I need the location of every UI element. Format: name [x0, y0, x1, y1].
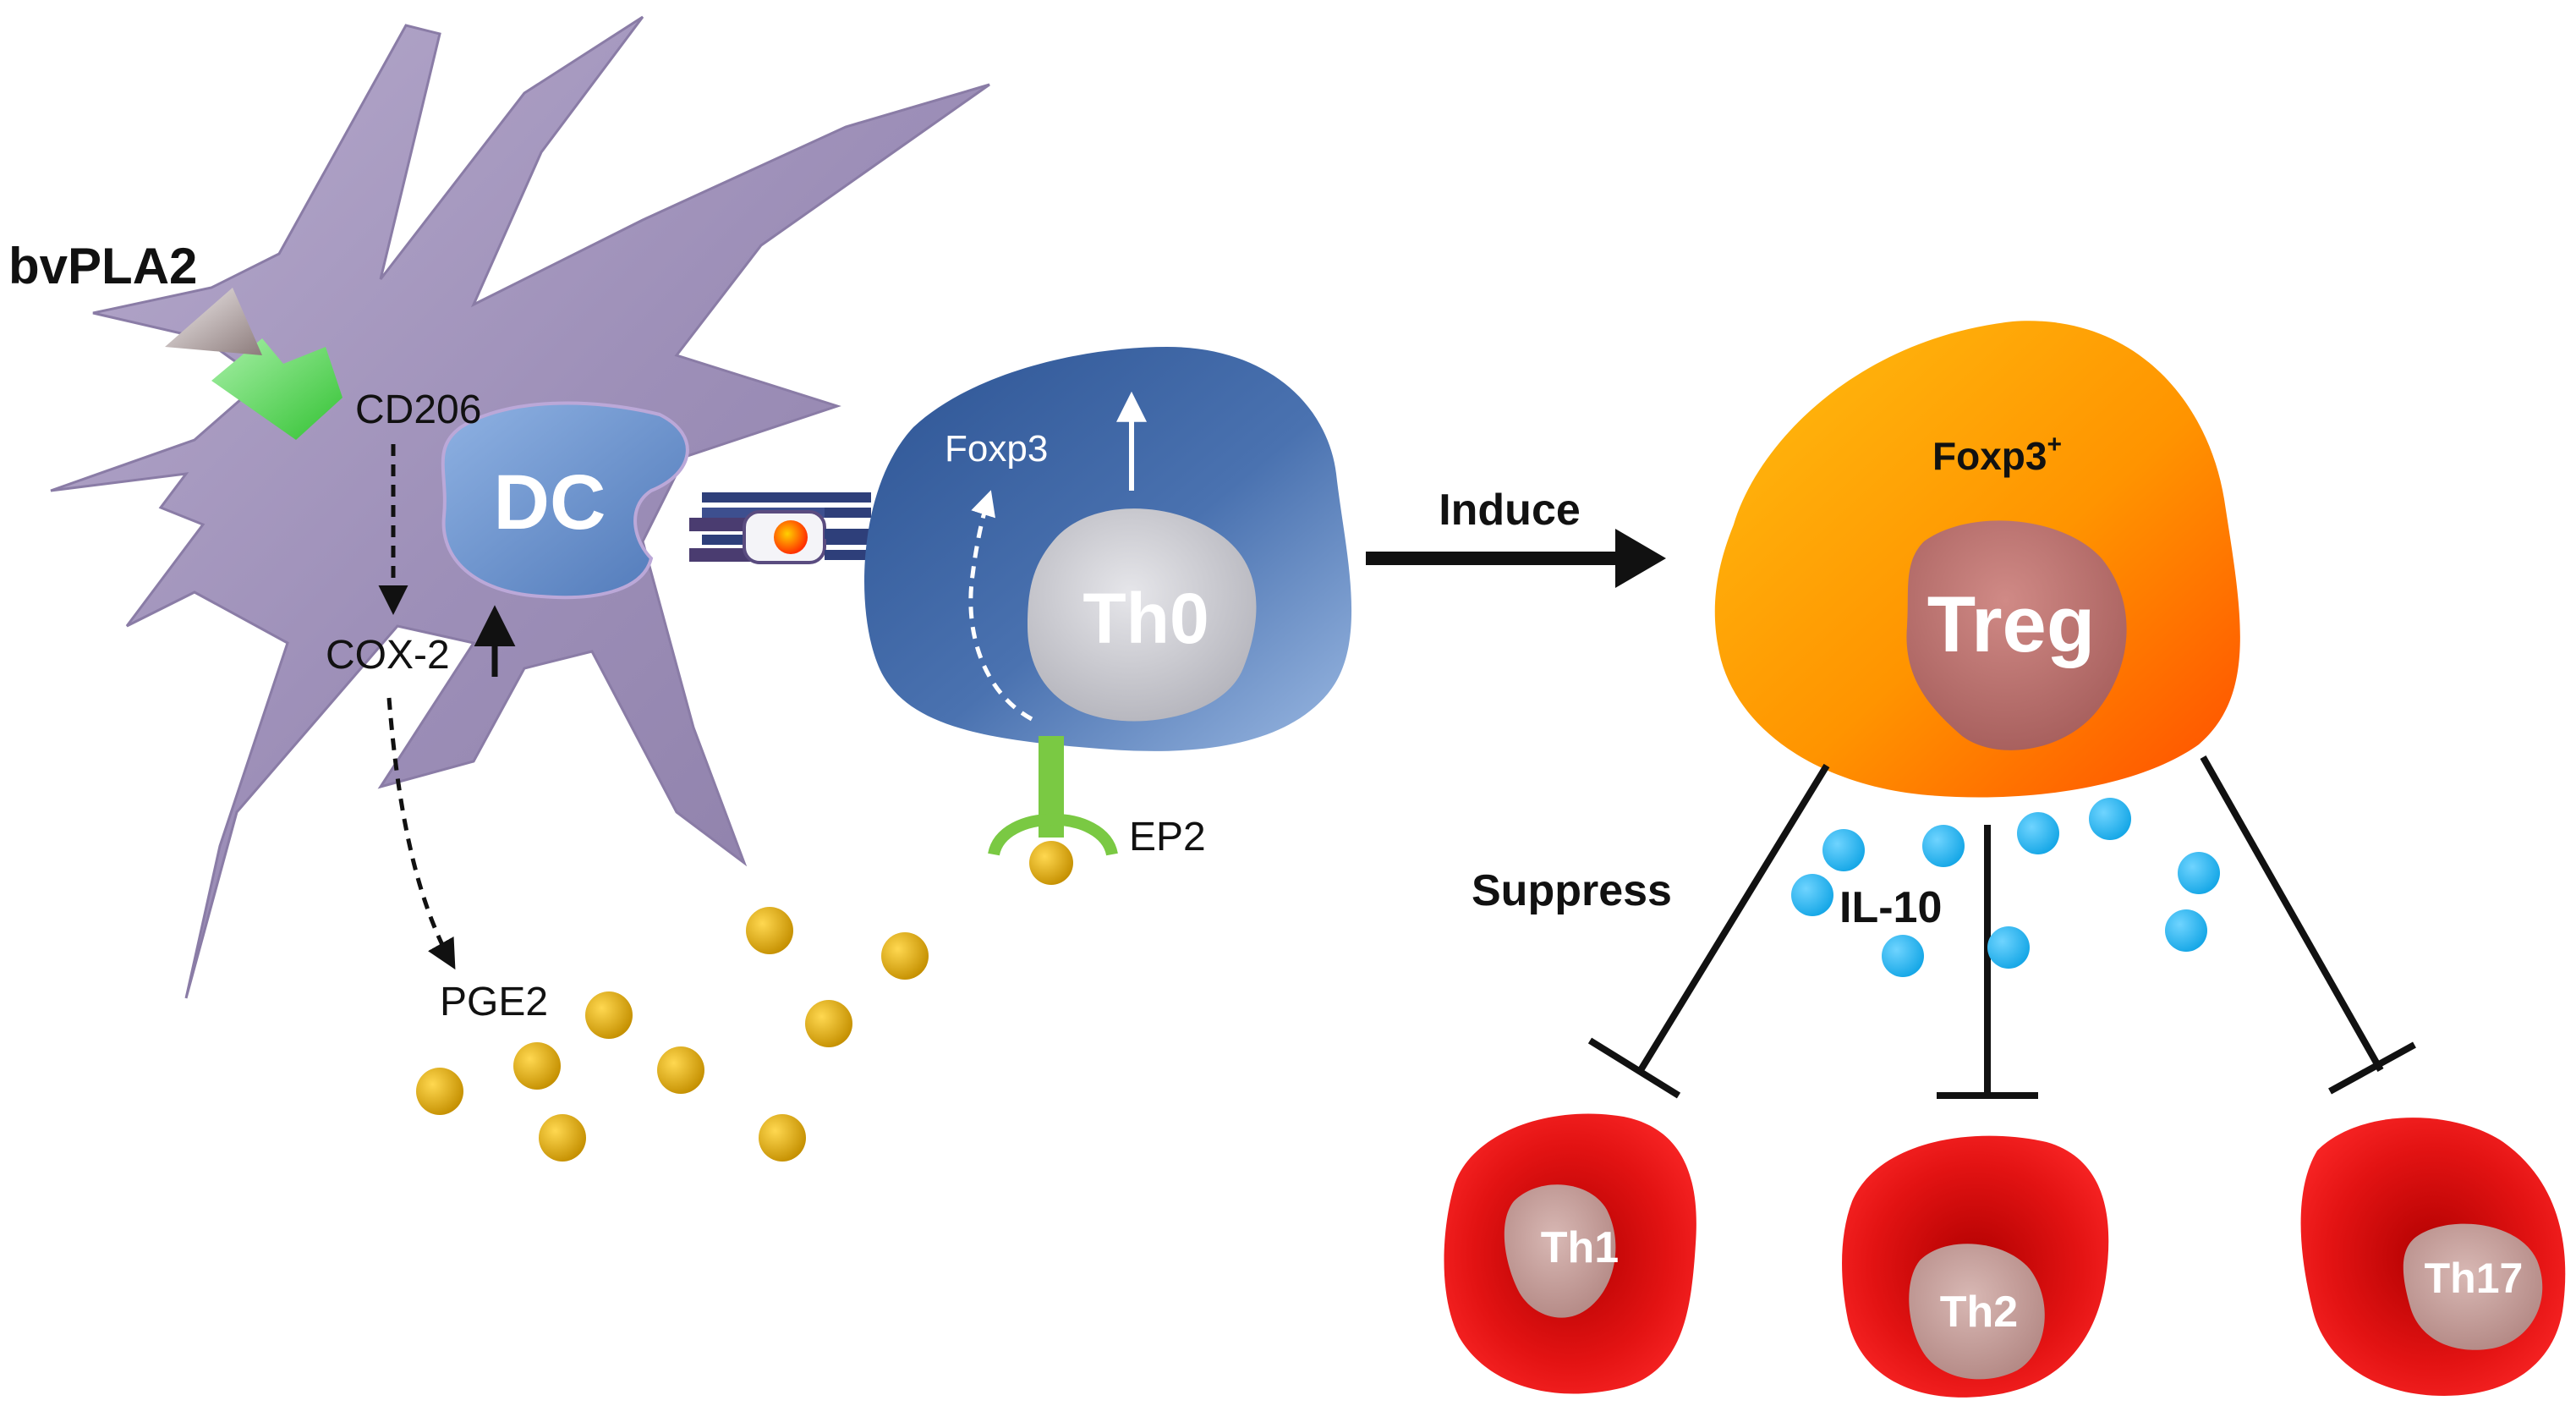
- cox2-to-pge2-arrow: [386, 697, 456, 970]
- il10-label: IL-10: [1839, 883, 1942, 932]
- pge2-dot: [881, 932, 929, 980]
- ep2-label: EP2: [1129, 815, 1206, 860]
- treg-nucleus: [1906, 520, 2127, 750]
- il10-dot: [2165, 909, 2207, 952]
- il10-dot: [2089, 798, 2131, 840]
- th2-label: Th2: [1940, 1288, 2018, 1337]
- il10-dot: [1922, 825, 1965, 867]
- suppress-label: Suppress: [1472, 866, 1672, 915]
- antigen-icon: [774, 520, 808, 554]
- th2-nucleus: [1909, 1244, 2045, 1380]
- induce-label: Induce: [1439, 486, 1581, 535]
- foxp3-dashed-arrow: [968, 490, 1033, 722]
- suppress-th1-bar-icon: [1587, 1037, 1681, 1099]
- pge2-dot: [657, 1046, 704, 1094]
- dc-label: DC: [494, 459, 606, 546]
- il10-dot: [1882, 935, 1924, 977]
- th0-label: Th0: [1082, 579, 1209, 658]
- foxp3-plus-text: Foxp3: [1932, 434, 2047, 478]
- il10-dot: [2017, 812, 2059, 854]
- suppress-th1-line: [1637, 763, 1830, 1073]
- pge2-dot: [585, 991, 633, 1039]
- foxp3-label: Foxp3: [945, 428, 1048, 470]
- suppression-lines: [1587, 755, 2416, 1099]
- pge2-dot: [746, 907, 793, 954]
- pge2-label: PGE2: [440, 980, 548, 1024]
- cd206-receptor-icon: [211, 338, 343, 440]
- il10-dot: [1822, 829, 1865, 871]
- th0-nucleus: [1028, 508, 1257, 722]
- cd206-label: CD206: [355, 387, 481, 432]
- pge2-molecules: [416, 907, 929, 1162]
- pge2-dot: [759, 1114, 806, 1162]
- ep2-ligand-icon: [1029, 841, 1073, 885]
- th1-label: Th1: [1541, 1223, 1619, 1272]
- cox2-label: COX-2: [326, 633, 450, 678]
- induce-arrowhead-icon: [1615, 529, 1666, 588]
- dc-nucleus: [441, 401, 689, 600]
- immune-synapse: [689, 492, 871, 564]
- treg-label: Treg: [1927, 579, 2096, 668]
- foxp3-plus-label: Foxp3+: [1932, 431, 2062, 478]
- il10-dot: [1791, 874, 1833, 916]
- bvpla2-triangle-icon: [165, 288, 262, 355]
- foxp3-plus-superscript: +: [2047, 431, 2062, 459]
- bvpla2-label: bvPLA2: [8, 238, 197, 294]
- il10-dot: [2178, 852, 2220, 894]
- il10-dot: [1987, 926, 2030, 969]
- suppress-th17-bar-icon: [2328, 1041, 2416, 1095]
- pge2-dot: [539, 1114, 586, 1162]
- pge2-dot: [416, 1068, 463, 1115]
- suppress-th17-line: [2200, 755, 2384, 1072]
- th17-nucleus: [2403, 1223, 2543, 1350]
- th1-nucleus: [1504, 1184, 1616, 1318]
- ep2-receptor-icon: [988, 813, 1118, 856]
- il10-molecules: [1791, 798, 2220, 977]
- pge2-dot: [805, 1000, 852, 1047]
- th17-label: Th17: [2425, 1255, 2524, 1302]
- pge2-dot: [513, 1042, 561, 1090]
